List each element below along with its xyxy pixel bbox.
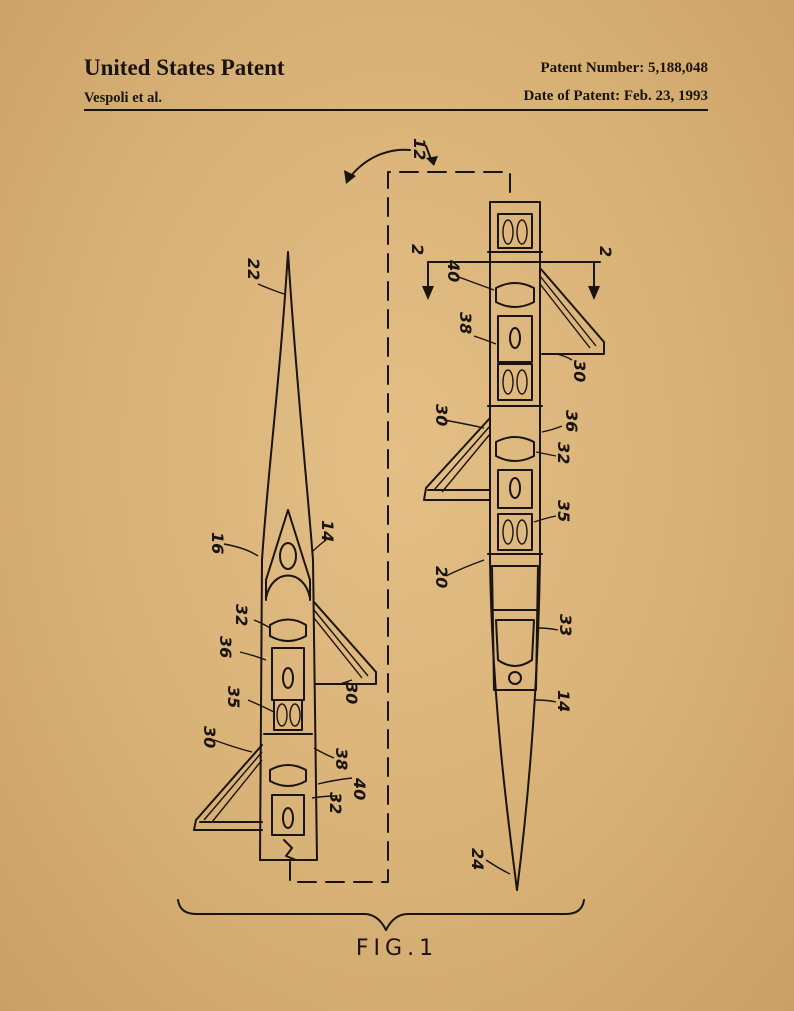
header-rule xyxy=(84,109,708,111)
ref-32-upper: 32 xyxy=(232,604,251,626)
assembly-arrow xyxy=(347,148,411,181)
ref-38-right: 38 xyxy=(456,312,475,334)
figure-caption: FIG.1 xyxy=(355,936,439,961)
ref-32-right: 32 xyxy=(554,442,573,464)
ref-30-right-left-hull: 30 xyxy=(342,682,361,704)
ref-30-left-right-hull: 30 xyxy=(432,404,451,426)
patent-number: Patent Number: 5,188,048 xyxy=(540,60,708,76)
ref-38-left: 38 xyxy=(332,748,351,770)
ref-35-left: 35 xyxy=(224,686,243,708)
ref-36-right: 36 xyxy=(562,410,581,432)
ref-40-right: 40 xyxy=(444,259,463,282)
ref-22: 22 xyxy=(244,258,263,280)
ref-12: 12 xyxy=(410,138,429,160)
ref-16: 16 xyxy=(208,532,227,554)
date-of-patent: Date of Patent: Feb. 23, 1993 xyxy=(523,88,708,104)
ref-40-left: 40 xyxy=(350,777,369,800)
ref-14-right: 14 xyxy=(554,690,573,712)
right-hull xyxy=(422,201,605,891)
patent-title: United States Patent xyxy=(84,55,285,80)
ref-30-left-left-hull: 30 xyxy=(200,726,219,748)
leader-lines xyxy=(213,275,573,875)
ref-20: 20 xyxy=(432,566,451,588)
ref-35-right: 35 xyxy=(554,500,573,522)
ref-14-left: 14 xyxy=(318,520,337,542)
ref-36-left: 36 xyxy=(216,636,235,658)
ref-2-left: 2 xyxy=(408,244,427,255)
ref-30-right-right-hull: 30 xyxy=(570,360,589,382)
ref-2-right: 2 xyxy=(596,246,615,257)
continuation-line xyxy=(289,171,511,883)
ref-33: 33 xyxy=(556,614,575,636)
inventors: Vespoli et al. xyxy=(84,90,163,106)
reference-numerals: 12 22 14 16 32 36 35 30 30 38 40 32 2 2 … xyxy=(200,138,615,870)
left-hull xyxy=(193,251,377,861)
ref-24: 24 xyxy=(468,848,487,870)
ref-32-lower: 32 xyxy=(326,792,345,814)
figure-brace xyxy=(177,899,585,931)
